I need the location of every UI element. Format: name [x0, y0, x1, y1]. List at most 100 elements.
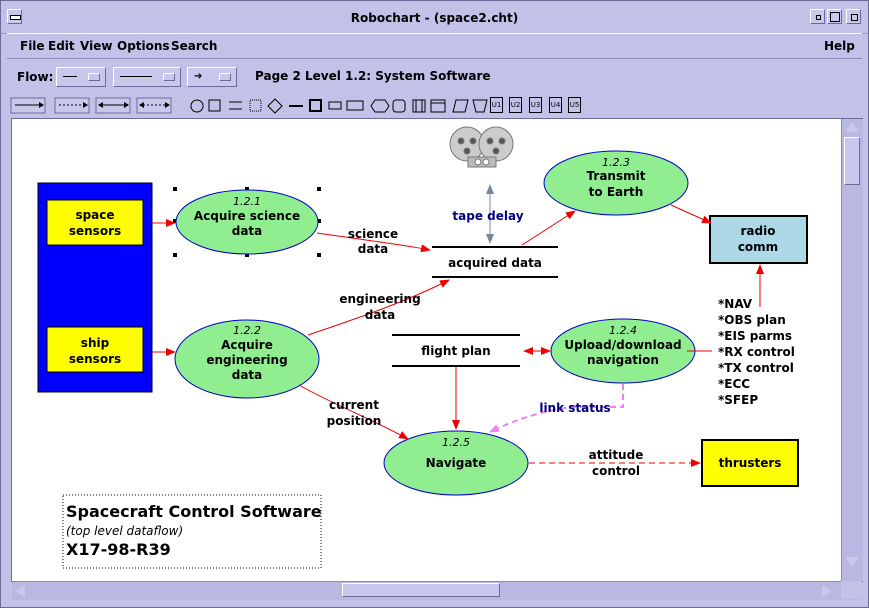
diamond-tool[interactable] [267, 98, 283, 114]
label-engineering: engineering [339, 292, 420, 306]
menu-options[interactable]: Options [117, 39, 170, 53]
label-current: current [329, 398, 379, 412]
menu-help[interactable]: Help [824, 39, 855, 53]
flow-line-width-select[interactable] [113, 67, 181, 87]
square-tool[interactable] [208, 99, 221, 112]
hexagon-tool[interactable] [370, 99, 390, 113]
note-code: X17-98-R39 [66, 540, 171, 559]
store-flight-plan[interactable] [392, 334, 520, 367]
menu-edit[interactable]: Edit [48, 39, 75, 53]
space-sensors-line2: sensors [69, 224, 121, 238]
minimize-button[interactable] [810, 9, 825, 24]
ship-sensors-line2: sensors [69, 352, 121, 366]
u1-tool[interactable]: U1 [490, 97, 503, 113]
menu-search[interactable]: Search [171, 39, 218, 53]
arrow-double-dotted-tool[interactable] [136, 97, 172, 114]
u3-tool[interactable]: U3 [529, 97, 542, 113]
scroll-right-icon[interactable] [822, 585, 832, 597]
process-1-2-1[interactable] [175, 189, 319, 255]
process-1-2-2-line1: Acquire [221, 338, 273, 352]
ship-sensors-line1: ship [81, 336, 110, 350]
u2-tool[interactable]: U2 [509, 97, 522, 113]
process-1-2-1-id: 1.2.1 [233, 195, 261, 208]
radio-comm-box[interactable] [709, 215, 808, 264]
flow-transmit-to-radio[interactable] [670, 204, 712, 224]
process-1-2-1-line2: data [232, 224, 263, 238]
vertical-scroll-thumb[interactable] [844, 137, 860, 185]
process-1-2-2[interactable] [174, 319, 320, 399]
process-1-2-5[interactable] [383, 430, 529, 496]
radio-item: *OBS plan [718, 313, 786, 327]
diagram-canvas[interactable]: space sensors ship sensors 1.2.1 Acquire… [11, 118, 863, 582]
maximize-button[interactable] [827, 9, 842, 24]
process-1-2-3-id: 1.2.3 [602, 156, 630, 169]
process-1-2-3[interactable] [543, 150, 689, 216]
horizontal-scrollbar[interactable] [12, 581, 862, 600]
note-box[interactable] [62, 494, 322, 569]
parallelogram-tool[interactable] [452, 99, 469, 113]
arrow-solid-tool[interactable] [10, 97, 46, 114]
note-subtitle: (top level dataflow) [66, 524, 183, 538]
process-1-2-2-id: 1.2.2 [233, 324, 261, 337]
process-1-2-4-line2: navigation [587, 353, 659, 367]
radio-item: *EIS parms [718, 329, 792, 343]
store-flight-plan-label: flight plan [421, 344, 490, 358]
process-1-2-4-line1: Upload/download [564, 338, 681, 352]
arrow-dotted-tool[interactable] [54, 97, 90, 114]
close-button[interactable] [846, 9, 861, 24]
thick-box-tool[interactable] [309, 99, 322, 112]
trapezoid-tool[interactable] [472, 99, 488, 113]
dotted-box-tool[interactable] [249, 99, 262, 112]
u4-tool[interactable]: U4 [549, 97, 562, 113]
arrow-double-tool[interactable] [95, 97, 131, 114]
flow-link-status[interactable] [489, 384, 624, 433]
scroll-up-icon[interactable] [845, 122, 859, 132]
process-1-2-3-line1: Transmit [587, 169, 646, 183]
radio-item: *RX control [718, 345, 795, 359]
store-tool[interactable] [229, 101, 242, 110]
flow-current-position[interactable] [298, 384, 409, 440]
label-science-data: data [358, 242, 389, 256]
menu-view[interactable]: View [80, 39, 113, 53]
process-1-2-2-line2: engineering [206, 353, 287, 367]
label-tape-delay: tape delay [452, 209, 523, 223]
space-sensors-box[interactable] [46, 199, 144, 246]
header-box-tool[interactable] [430, 99, 446, 113]
process-1-2-4-id: 1.2.4 [609, 324, 637, 337]
process-1-2-5-line1: Navigate [426, 456, 487, 470]
u5-tool[interactable]: U5 [568, 97, 581, 113]
wide-rect-tool[interactable] [346, 100, 364, 111]
menu-bar: File Edit View Options Search Help [7, 33, 862, 59]
flow-science-data[interactable] [316, 232, 431, 253]
menu-file[interactable]: File [20, 39, 45, 53]
process-1-2-1-line1: Acquire science [194, 209, 300, 223]
flow-acquired-to-transmit[interactable] [521, 210, 576, 246]
flow-arrow-select[interactable]: ➔ [187, 67, 237, 87]
flow-engineering-data[interactable] [307, 279, 450, 336]
horizontal-scroll-thumb[interactable] [342, 583, 500, 597]
flow-toolbar: Flow: ➔ Page 2 Level 1.2: System Softwar… [7, 61, 862, 91]
process-1-2-3-line2: to Earth [589, 185, 644, 199]
space-sensors-line1: space [75, 208, 114, 222]
radio-comm-line2: comm [738, 240, 778, 254]
title-bar[interactable]: Robochart - (space2.cht) [1, 1, 868, 34]
window-menu-icon[interactable] [7, 9, 22, 24]
scroll-left-icon[interactable] [15, 585, 25, 597]
flow-line-style-select[interactable] [56, 67, 106, 87]
radio-item: *SFEP [718, 393, 758, 407]
radio-item: *TX control [718, 361, 794, 375]
circle-tool[interactable] [190, 99, 204, 113]
double-box-tool[interactable] [412, 99, 426, 113]
scroll-corner [841, 581, 862, 599]
rounded-box-tool[interactable] [392, 99, 406, 113]
radio-item-list: *NAV *OBS plan *EIS parms *RX control *T… [718, 297, 795, 407]
ship-sensors-box[interactable] [46, 326, 144, 373]
flat-rect-tool[interactable] [328, 101, 342, 110]
process-1-2-2-line3: data [232, 368, 263, 382]
vertical-scrollbar[interactable] [841, 119, 863, 581]
scroll-down-icon[interactable] [845, 557, 859, 567]
thrusters-box[interactable] [701, 439, 799, 487]
store-acquired-data[interactable] [432, 246, 558, 278]
radio-item: *NAV [718, 297, 753, 311]
